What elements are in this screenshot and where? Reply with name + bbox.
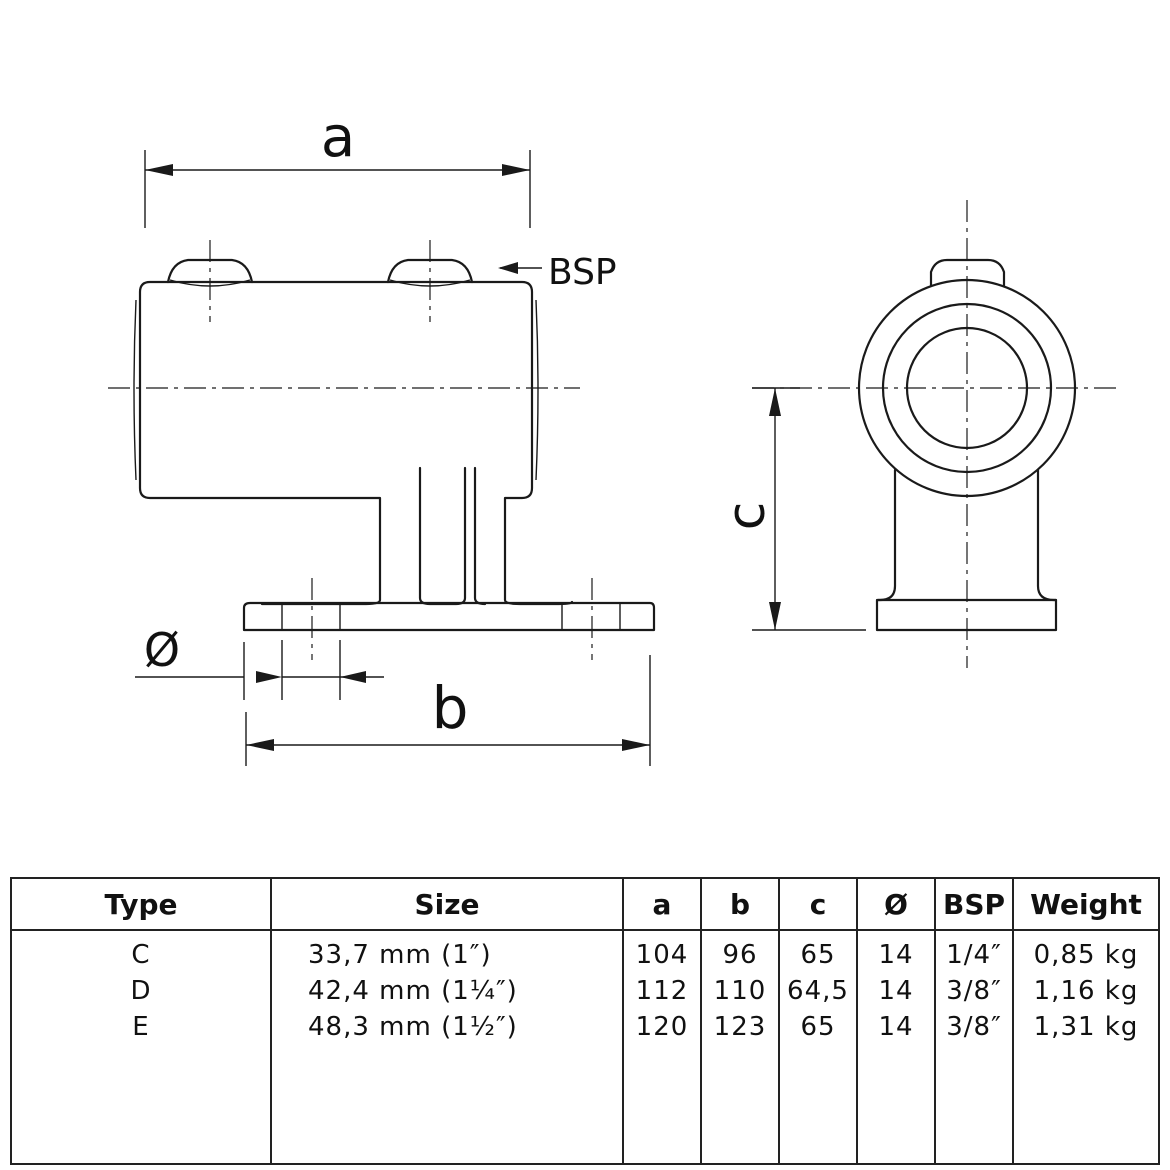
cell-bsp: 3/8″ [934,1009,1014,1045]
cell-a: 112 [622,973,702,1009]
header-b: b [700,877,780,931]
header-size: Size [270,877,624,931]
table-row: E 48,3 mm (1½″) 120 123 65 14 3/8″ 1,31 … [10,1009,1160,1045]
pipe-body-outline [138,280,574,606]
dim-a-label: a [321,105,355,170]
cell-diameter: 14 [856,930,936,973]
end-view: c [717,200,1118,668]
fitting-diagram: a BSP Ø b [108,105,1118,766]
pipe-end-left [133,299,137,481]
bsp-label: BSP [548,252,617,293]
header-diameter: Ø [856,877,936,931]
cell-bsp: 3/8″ [934,973,1014,1009]
dim-diameter-label: Ø [144,623,180,677]
cell-c: 65 [778,1009,858,1045]
pipe-end-right [535,299,539,481]
cell-type: E [10,1009,272,1045]
cell-diameter: 14 [856,973,936,1009]
specification-table: Type Size a b c Ø BSP Weight C 33,7 mm (… [10,877,1160,1165]
cell-type: C [10,930,272,973]
cell-c: 65 [778,930,858,973]
end-leg-left [876,468,897,602]
cell-size: 42,4 mm (1¼″) [270,973,624,1009]
cell-type: D [10,973,272,1009]
cell-diameter: 14 [856,1009,936,1045]
dim-c-label: c [717,502,777,531]
cell-size: 48,3 mm (1½″) [270,1009,624,1045]
cell-c: 64,5 [778,973,858,1009]
cell-weight: 1,16 kg [1012,973,1160,1009]
cell-b: 123 [700,1009,780,1045]
table-row: C 33,7 mm (1″) 104 96 65 14 1/4″ 0,85 kg [10,930,1160,973]
header-bsp: BSP [934,877,1014,931]
rib-right [473,466,487,606]
technical-drawing: a BSP Ø b [108,105,1118,766]
header-a: a [622,877,702,931]
header-type: Type [10,877,272,931]
cell-a: 120 [622,1009,702,1045]
cell-weight: 0,85 kg [1012,930,1160,973]
table-empty-row [10,1045,1160,1165]
header-weight: Weight [1012,877,1160,931]
end-leg-right [1036,468,1058,602]
cell-b: 110 [700,973,780,1009]
dim-b-label: b [432,674,469,742]
outer-circle [857,278,1077,498]
cell-b: 96 [700,930,780,973]
base-plate [242,601,656,632]
rib-left [418,466,467,606]
table-header-row: Type Size a b c Ø BSP Weight [10,877,1160,931]
cell-size: 33,7 mm (1″) [270,930,624,973]
cell-bsp: 1/4″ [934,930,1014,973]
header-c: c [778,877,858,931]
side-view: a BSP Ø b [108,105,656,766]
cell-a: 104 [622,930,702,973]
table-row: D 42,4 mm (1¼″) 112 110 64,5 14 3/8″ 1,1… [10,973,1160,1009]
cell-weight: 1,31 kg [1012,1009,1160,1045]
